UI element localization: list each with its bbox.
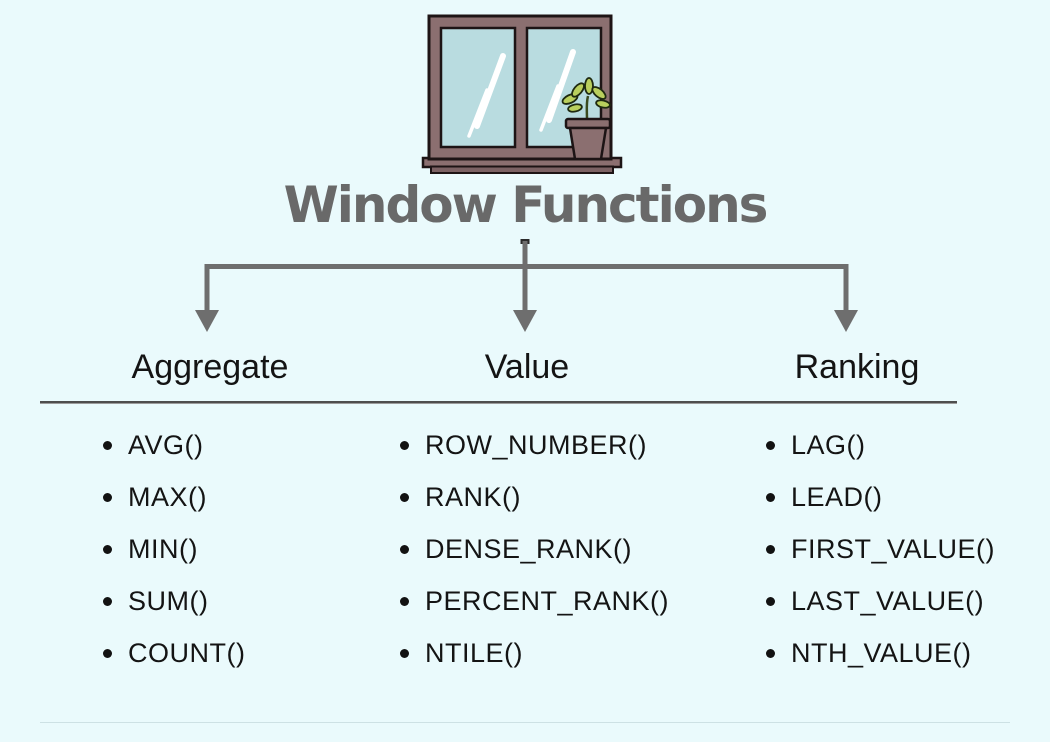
function-name: RANK() xyxy=(425,481,521,512)
function-name: MIN() xyxy=(128,533,198,564)
bullet-icon xyxy=(400,596,409,606)
ranking-function-list: LAG() LEAD() FIRST_VALUE() LAST_VALUE() NTH_… xyxy=(766,419,995,679)
bullet-icon xyxy=(103,492,112,502)
bullet-icon xyxy=(400,648,409,658)
bottom-faint-line xyxy=(40,722,1010,723)
left-arrowhead-icon xyxy=(195,310,219,332)
bullet-icon xyxy=(103,544,112,554)
window-pane-left xyxy=(439,26,517,149)
glass-reflections xyxy=(467,49,576,138)
bullet-icon xyxy=(766,544,775,554)
function-item: ROW_NUMBER() xyxy=(400,419,669,471)
plant-pot-rim xyxy=(564,117,612,130)
column-heading-aggregate: Aggregate xyxy=(131,348,289,386)
bullet-icon xyxy=(766,648,775,658)
function-item: SUM() xyxy=(103,575,245,627)
stem-cap xyxy=(520,239,530,244)
function-name: NTH_VALUE() xyxy=(791,637,972,668)
bullet-icon xyxy=(103,596,112,606)
function-item: NTILE() xyxy=(400,627,669,679)
function-name: AVG() xyxy=(128,429,204,460)
bullet-icon xyxy=(766,492,775,502)
right-arrowhead-icon xyxy=(834,310,858,332)
value-function-list: ROW_NUMBER() RANK() DENSE_RANK() PERCENT_RA… xyxy=(400,419,669,679)
bullet-icon xyxy=(103,440,112,450)
function-item: LAG() xyxy=(766,419,995,471)
function-item: FIRST_VALUE() xyxy=(766,523,995,575)
function-name: ROW_NUMBER() xyxy=(425,429,647,460)
column-heading-value: Value xyxy=(484,348,570,386)
bullet-icon xyxy=(400,440,409,450)
function-name: LAST_VALUE() xyxy=(791,585,985,616)
function-item: MAX() xyxy=(103,471,245,523)
function-name: DENSE_RANK() xyxy=(425,533,633,564)
function-name: MAX() xyxy=(128,481,207,512)
function-item: PERCENT_RANK() xyxy=(400,575,669,627)
bullet-icon xyxy=(103,648,112,658)
function-item: DENSE_RANK() xyxy=(400,523,669,575)
page-title: Window Functions xyxy=(283,176,769,234)
function-name: NTILE() xyxy=(425,637,523,668)
center-arrowhead-icon xyxy=(513,310,537,332)
function-item: MIN() xyxy=(103,523,245,575)
function-item: LEAD() xyxy=(766,471,995,523)
window-sill-apron xyxy=(430,165,614,174)
function-name: PERCENT_RANK() xyxy=(425,585,670,616)
aggregate-function-list: AVG() MAX() MIN() SUM() COUNT() xyxy=(103,419,245,679)
potted-plant xyxy=(561,77,612,161)
function-item: LAST_VALUE() xyxy=(766,575,995,627)
window-with-plant-illustration xyxy=(421,14,623,174)
bullet-icon xyxy=(400,492,409,502)
bullet-icon xyxy=(400,544,409,554)
function-name: LEAD() xyxy=(791,481,883,512)
function-item: NTH_VALUE() xyxy=(766,627,995,679)
function-name: COUNT() xyxy=(128,637,246,668)
function-item: COUNT() xyxy=(103,627,245,679)
heading-divider-line xyxy=(40,401,957,404)
function-name: FIRST_VALUE() xyxy=(791,533,996,564)
plant-pot xyxy=(568,126,608,161)
function-name: SUM() xyxy=(128,585,209,616)
bullet-icon xyxy=(766,596,775,606)
function-item: AVG() xyxy=(103,419,245,471)
column-heading-ranking: Ranking xyxy=(794,348,920,386)
function-name: LAG() xyxy=(791,429,866,460)
function-item: RANK() xyxy=(400,471,669,523)
bullet-icon xyxy=(766,440,775,450)
